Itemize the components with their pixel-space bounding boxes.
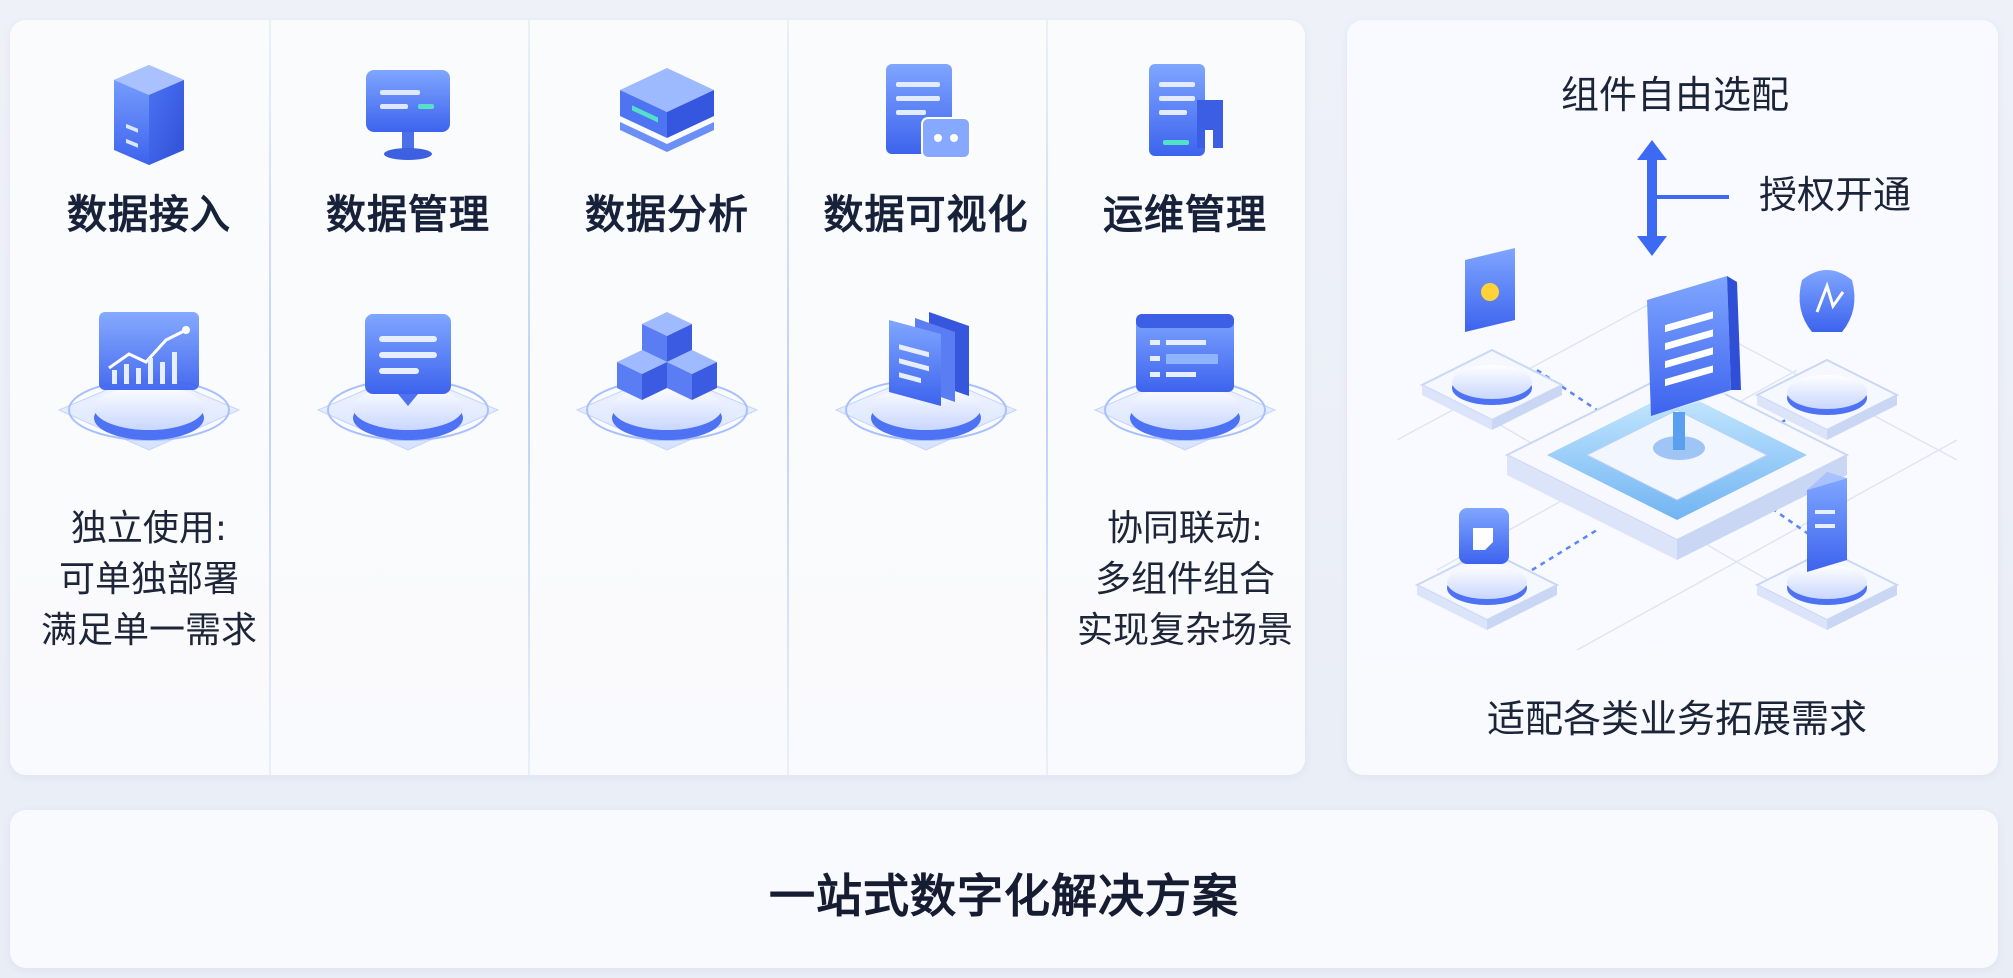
module-column-ops-management: 运维管理 协同联动: 多组件组合 实现复杂场景 <box>1056 20 1314 775</box>
modules-panel: 数据接入 独立使用: 可单独部署 满足单一需求 <box>10 20 1305 775</box>
module-title: 数据分析 <box>585 192 749 238</box>
column-divider <box>528 20 530 775</box>
flex-config-panel: 组件自由选配 授权开通 <box>1347 20 1998 775</box>
column-divider <box>269 20 271 775</box>
module-title: 数据管理 <box>326 192 490 238</box>
label-authorization: 授权开通 <box>1759 173 1912 217</box>
module-title: 数据接入 <box>67 192 231 238</box>
module-column-data-access: 数据接入 独立使用: 可单独部署 满足单一需求 <box>20 20 278 775</box>
stacked-pages-platform-icon <box>831 310 1021 464</box>
server-box-icon <box>104 60 194 174</box>
dashboard-platform-icon <box>1090 310 1280 464</box>
module-column-data-management: 数据管理 <box>279 20 537 775</box>
document-doorway-icon <box>1135 60 1235 174</box>
chart-platform-icon <box>54 310 244 464</box>
isometric-hub-platform-icon <box>1396 240 1958 664</box>
cube-server-icon <box>612 60 722 174</box>
solution-title: 一站式数字化解决方案 <box>769 869 1239 923</box>
module-column-data-analysis: 数据分析 <box>538 20 796 775</box>
module-column-data-visualization: 数据可视化 <box>797 20 1055 775</box>
double-arrow-icon <box>1637 138 1747 262</box>
module-title: 数据可视化 <box>823 192 1029 238</box>
monitor-icon <box>358 60 458 174</box>
cubes-platform-icon <box>572 310 762 464</box>
module-title: 运维管理 <box>1103 192 1267 238</box>
label-free-selection: 组件自由选配 <box>1561 73 1790 117</box>
label-business-extension: 适配各类业务拓展需求 <box>1487 697 1868 741</box>
column-divider <box>787 20 789 775</box>
document-chat-icon <box>876 60 976 174</box>
module-note: 独立使用: 可单独部署 满足单一需求 <box>40 508 257 651</box>
column-divider <box>1046 20 1048 775</box>
solution-banner: 一站式数字化解决方案 <box>10 810 1998 968</box>
module-note: 协同联动: 多组件组合 实现复杂场景 <box>1076 508 1293 651</box>
document-platform-icon <box>313 310 503 464</box>
